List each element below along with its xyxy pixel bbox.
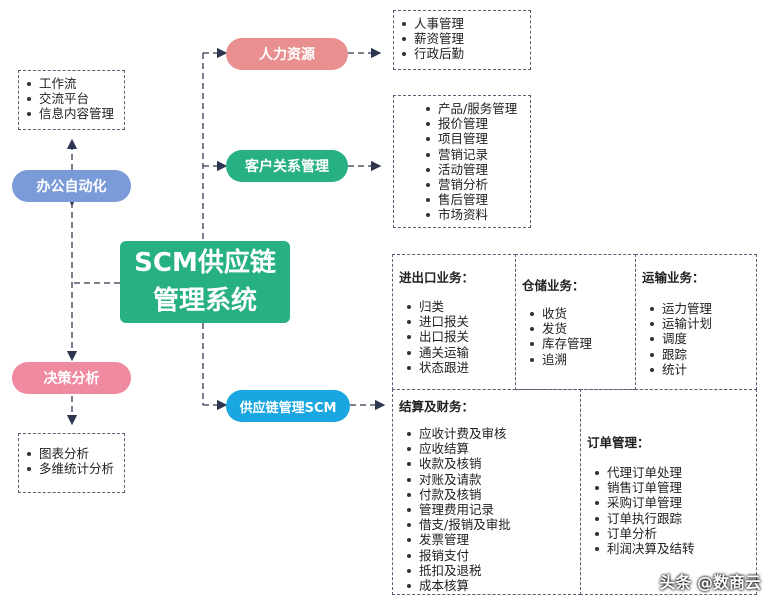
list-item: 售后管理 [424, 192, 530, 207]
orders-title: 订单管理： [587, 435, 650, 450]
list-item: 利润决算及结转 [593, 541, 756, 556]
list-item: 运力管理 [648, 301, 756, 316]
list-item: 营销记录 [424, 147, 530, 162]
list-item: 付款及核销 [405, 487, 580, 502]
finance-box: 结算及财务： 应收计费及审核 应收结算 收款及核销 对账及请款 付款及核销 管理… [392, 389, 581, 595]
oa-list-box: 工作流 交流平台 信息内容管理 [18, 70, 125, 130]
list-item: 收款及核销 [405, 456, 580, 471]
center-node: SCM供应链 管理系统 [120, 241, 290, 323]
list-item: 归类 [405, 299, 515, 314]
hr-node: 人力资源 [226, 38, 348, 70]
list-item: 人事管理 [400, 16, 530, 31]
hr-list-box: 人事管理 薪资管理 行政后勤 [393, 10, 531, 70]
list-item: 订单执行跟踪 [593, 511, 756, 526]
list-item: 工作流 [25, 76, 124, 91]
finance-list: 应收计费及审核 应收结算 收款及核销 对账及请款 付款及核销 管理费用记录 借支… [399, 426, 580, 593]
list-item: 产品/服务管理 [424, 101, 530, 116]
list-item: 状态跟进 [405, 360, 515, 375]
list-item: 对账及请款 [405, 472, 580, 487]
list-item: 应收计费及审核 [405, 426, 580, 441]
list-item: 信息内容管理 [25, 106, 124, 121]
scm-node: 供应链管理SCM [226, 390, 350, 422]
list-item: 订单分析 [593, 526, 756, 541]
import-export-title: 进出口业务： [399, 270, 475, 285]
import-export-box: 进出口业务： 归类 进口报关 出口报关 通关运输 状态跟进 [392, 254, 516, 390]
list-item: 成本核算 [405, 578, 580, 593]
warehouse-list: 收货 发货 库存管理 追溯 [522, 306, 635, 367]
orders-list: 代理订单处理 销售订单管理 采购订单管理 订单执行跟踪 订单分析 利润决算及结转 [587, 465, 756, 556]
import-export-list: 归类 进口报关 出口报关 通关运输 状态跟进 [399, 299, 515, 375]
transport-list: 运力管理 运输计划 调度 跟踪 统计 [642, 301, 756, 377]
list-item: 薪资管理 [400, 31, 530, 46]
finance-title: 结算及财务： [399, 399, 475, 414]
list-item: 市场资料 [424, 207, 530, 222]
list-item: 追溯 [528, 352, 635, 367]
list-item: 进口报关 [405, 314, 515, 329]
hr-list: 人事管理 薪资管理 行政后勤 [400, 16, 530, 62]
list-item: 交流平台 [25, 91, 124, 106]
list-item: 调度 [648, 331, 756, 346]
list-item: 活动管理 [424, 162, 530, 177]
list-item: 通关运输 [405, 345, 515, 360]
decision-list-box: 图表分析 多维统计分析 [18, 433, 125, 493]
list-item: 项目管理 [424, 131, 530, 146]
list-item: 收货 [528, 306, 635, 321]
warehouse-title: 仓储业务： [522, 278, 585, 293]
center-title-line2: 管理系统 [152, 286, 257, 316]
list-item: 报销支付 [405, 548, 580, 563]
list-item: 跟踪 [648, 347, 756, 362]
watermark: 头条 @数商云 [659, 573, 761, 592]
transport-title: 运输业务： [642, 270, 705, 285]
list-item: 采购订单管理 [593, 495, 756, 510]
list-item: 多维统计分析 [25, 461, 124, 476]
decision-list: 图表分析 多维统计分析 [25, 446, 124, 476]
list-item: 发票管理 [405, 532, 580, 547]
list-item: 应收结算 [405, 441, 580, 456]
crm-list-box: 产品/服务管理 报价管理 项目管理 营销记录 活动管理 营销分析 售后管理 市场… [393, 95, 531, 228]
transport-box: 运输业务： 运力管理 运输计划 调度 跟踪 统计 [635, 254, 757, 390]
list-item: 代理订单处理 [593, 465, 756, 480]
list-item: 借支/报销及审批 [405, 517, 580, 532]
list-item: 营销分析 [424, 177, 530, 192]
oa-list: 工作流 交流平台 信息内容管理 [25, 76, 124, 122]
list-item: 报价管理 [424, 116, 530, 131]
decision-node: 决策分析 [12, 362, 131, 394]
list-item: 库存管理 [528, 336, 635, 351]
list-item: 行政后勤 [400, 46, 530, 61]
crm-list: 产品/服务管理 报价管理 项目管理 营销记录 活动管理 营销分析 售后管理 市场… [424, 101, 530, 223]
list-item: 图表分析 [25, 446, 124, 461]
list-item: 统计 [648, 362, 756, 377]
crm-node: 客户关系管理 [226, 150, 348, 182]
list-item: 运输计划 [648, 316, 756, 331]
list-item: 抵扣及退税 [405, 563, 580, 578]
oa-node: 办公自动化 [12, 170, 131, 202]
list-item: 出口报关 [405, 329, 515, 344]
orders-box: 订单管理： 代理订单处理 销售订单管理 采购订单管理 订单执行跟踪 订单分析 利… [580, 389, 757, 595]
list-item: 发货 [528, 321, 635, 336]
list-item: 销售订单管理 [593, 480, 756, 495]
list-item: 管理费用记录 [405, 502, 580, 517]
center-title-line1: SCM供应链 [134, 248, 276, 278]
warehouse-box: 仓储业务： 收货 发货 库存管理 追溯 [515, 254, 636, 390]
